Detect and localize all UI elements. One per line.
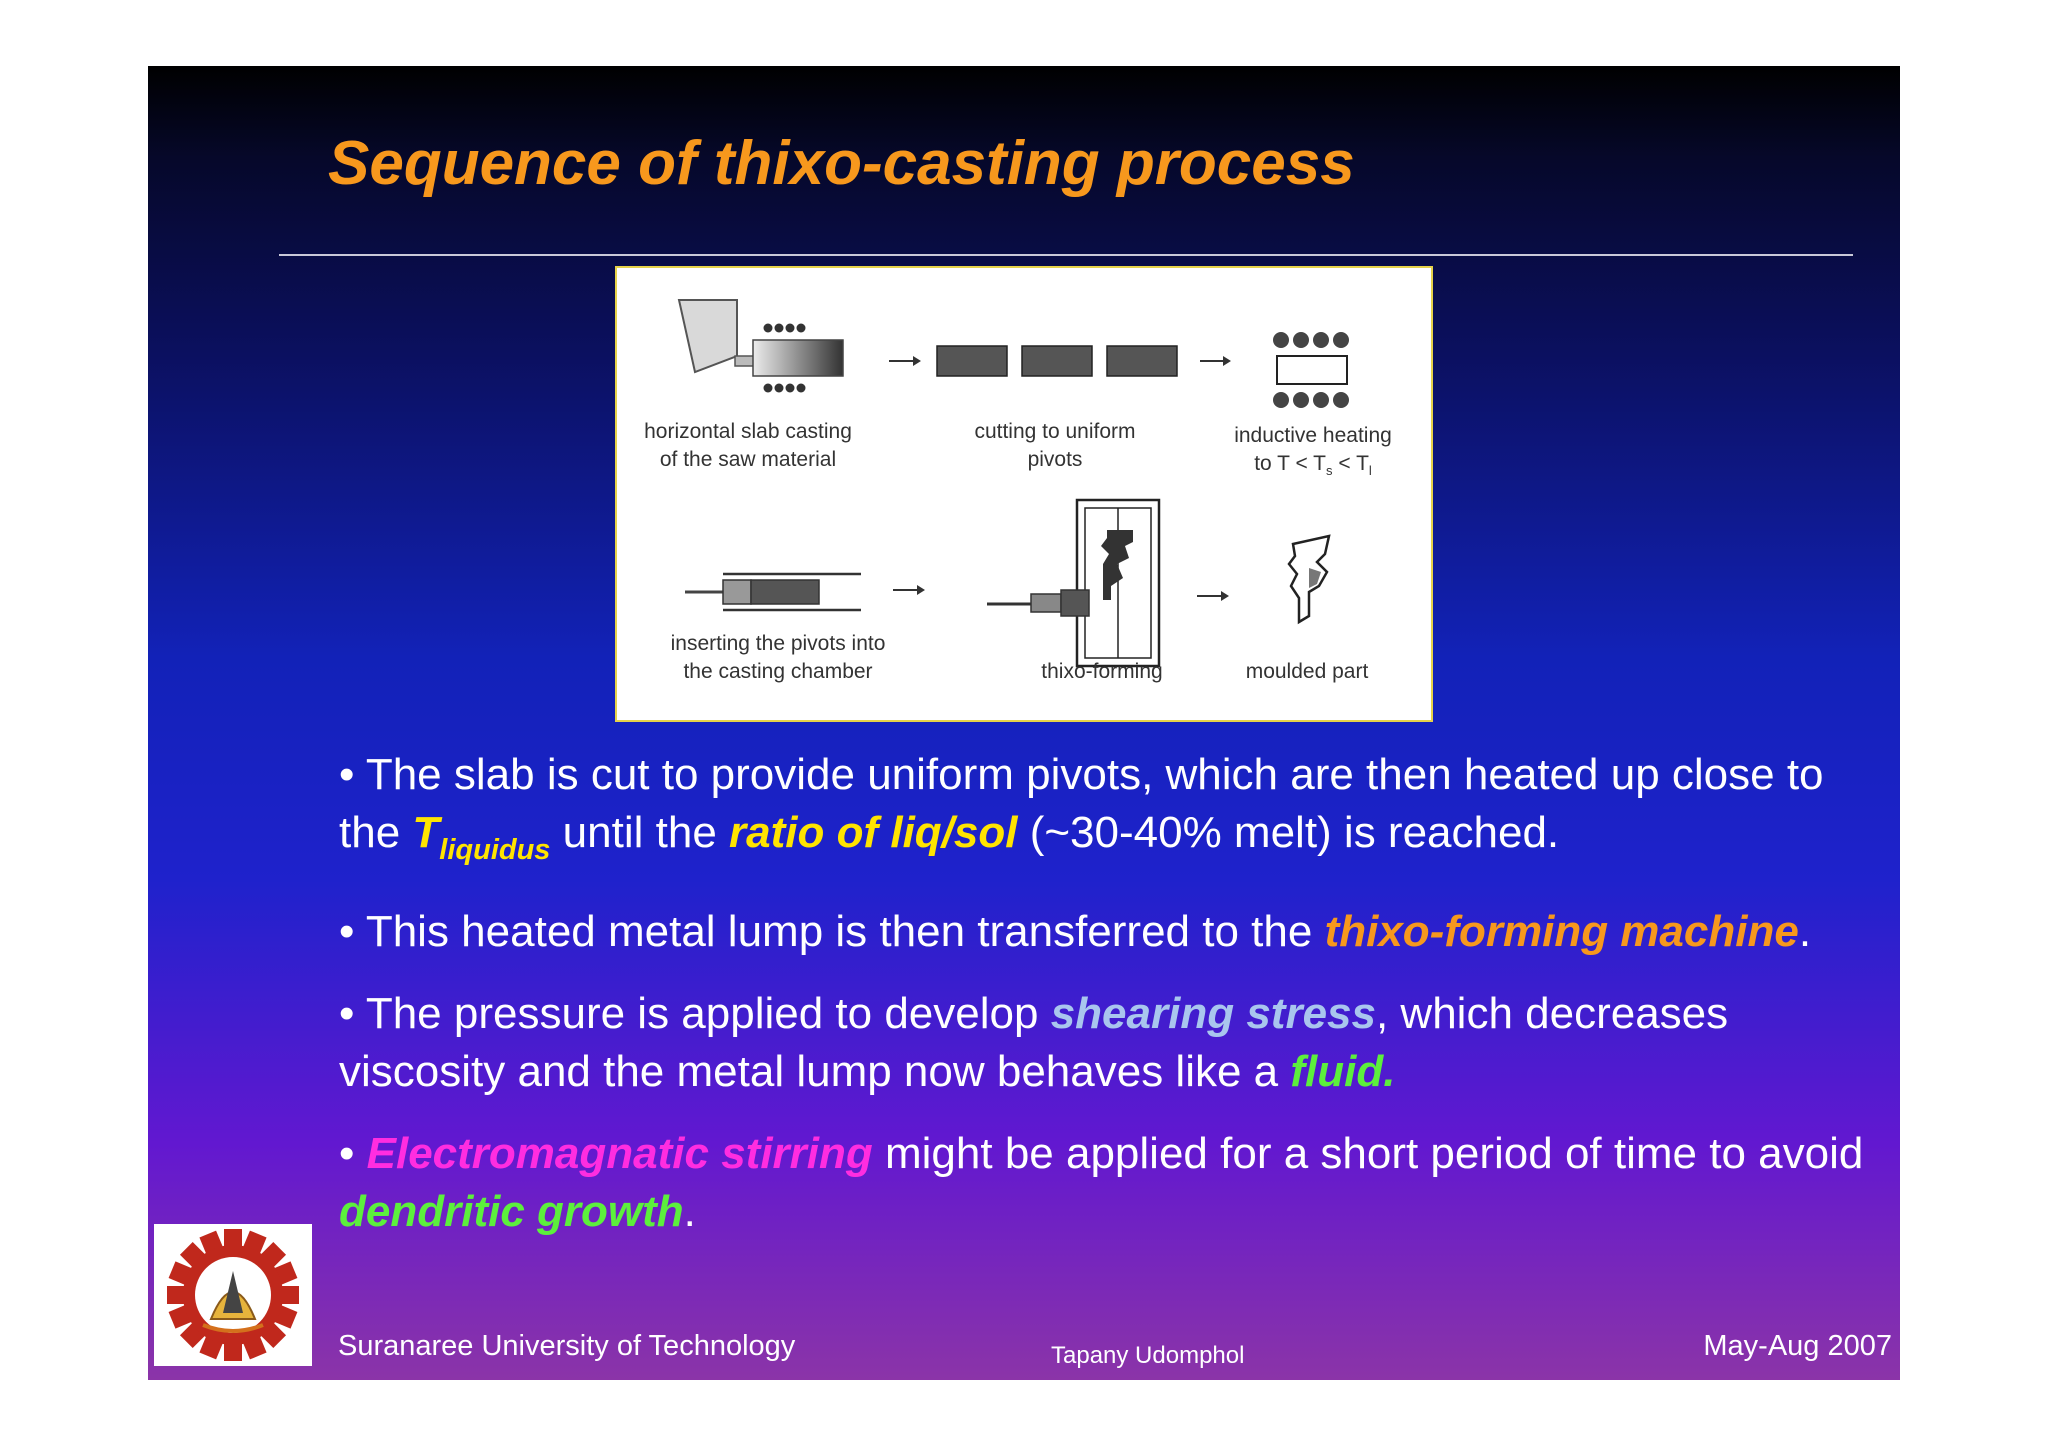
bullet-1-text-a: • The slab is cut to provide uniform piv…	[339, 750, 1824, 857]
footer-author: Tapany Udomphol	[1051, 1342, 1245, 1369]
bullet-item-2: • This heated metal lump is then transfe…	[339, 903, 1879, 961]
bullet-4-text-b: might be applied for a short period of t…	[872, 1129, 1864, 1178]
bullet-1-text-c: (~30-40% melt) is reached.	[1017, 808, 1560, 857]
thixo-forming-press	[987, 498, 1161, 668]
t-symbol: T	[412, 808, 440, 857]
footer-university: Suranaree University of Technology	[338, 1330, 796, 1362]
label-inserting-line2: the casting chamber	[683, 660, 873, 683]
bullet-item-4: • Electromagnatic stirring might be appl…	[339, 1125, 1879, 1241]
bullet-item-1: • The slab is cut to provide uniform piv…	[339, 746, 1879, 879]
slab-caster	[677, 299, 844, 393]
label-slab-casting-line2: of the saw material	[659, 448, 837, 471]
process-diagram	[677, 299, 1349, 668]
label-slab-casting: horizontal slab casting of the saw mater…	[643, 418, 853, 474]
label-heating-line2: to T < Ts < Tl	[1213, 450, 1413, 485]
shearing-stress-emphasis: shearing stress	[1050, 989, 1376, 1038]
bullet-item-3: • The pressure is applied to develop she…	[339, 985, 1879, 1101]
slide: Sequence of thixo-casting process	[148, 66, 1900, 1380]
arrow-2	[1200, 356, 1231, 366]
moulded-part-shape	[1287, 534, 1331, 625]
arrow-4	[1197, 591, 1229, 601]
dendritic-growth-emphasis: dendritic growth	[339, 1187, 684, 1236]
bullet-list: • The slab is cut to provide uniform piv…	[339, 746, 1879, 1265]
t-liquidus: Tliquidus	[412, 808, 550, 866]
label-moulded-part-text: moulded part	[1245, 660, 1369, 683]
arrow-1	[889, 356, 921, 366]
bullet-2-text-b: .	[1798, 907, 1812, 956]
label-heating-formula: to T < T	[1254, 452, 1327, 475]
label-thixo-forming-text: thixo-forming	[1041, 660, 1163, 683]
label-heating-mid: < T	[1332, 452, 1369, 475]
casting-chamber	[685, 572, 861, 612]
arrow-3	[893, 585, 925, 595]
bullet-2-text-a: • This heated metal lump is then transfe…	[339, 907, 1325, 956]
label-cutting: cutting to uniform pivots	[955, 418, 1155, 474]
label-heating: inductive heating to T < Ts < Tl	[1213, 422, 1413, 485]
bullet-3-text-a: • The pressure is applied to develop	[339, 989, 1051, 1038]
label-moulded-part: moulded part	[1217, 658, 1397, 686]
bullet-3-text-b: , which decreases viscosity and the meta…	[339, 989, 1729, 1096]
bullet-4-text-c: .	[683, 1187, 696, 1236]
t-subscript: liquidus	[439, 834, 551, 866]
label-heating-sub-l: l	[1368, 463, 1372, 479]
footer-date: May-Aug 2007	[1703, 1330, 1892, 1362]
bullet-4-text-a: •	[339, 1129, 367, 1178]
label-cutting-line2: pivots	[1027, 448, 1083, 471]
label-inserting-line1: inserting the pivots into	[670, 632, 886, 655]
thixo-forming-emphasis: thixo-forming machine	[1324, 907, 1799, 956]
slide-title: Sequence of thixo-casting process	[328, 129, 1355, 198]
ratio-emphasis: ratio of liq/sol	[729, 808, 1018, 857]
title-divider	[279, 254, 1853, 256]
bullet-1-text-b: until the	[550, 808, 730, 857]
label-cutting-line1: cutting to uniform	[974, 420, 1136, 443]
university-logo	[154, 1224, 312, 1366]
fluid-emphasis: fluid.	[1290, 1047, 1396, 1096]
label-inserting: inserting the pivots into the casting ch…	[653, 630, 903, 686]
induction-coil	[1273, 332, 1349, 408]
label-slab-casting-line1: horizontal slab casting	[644, 420, 852, 443]
electromagnetic-stirring-emphasis: Electromagnatic stirring	[366, 1129, 873, 1178]
label-heating-line1: inductive heating	[1234, 424, 1392, 447]
cut-pivots	[936, 345, 1178, 377]
label-thixo-forming: thixo-forming	[1017, 658, 1187, 686]
process-figure: horizontal slab casting of the saw mater…	[615, 266, 1433, 722]
label-heating-sub-s: s	[1326, 463, 1333, 479]
gear-icon	[167, 1229, 299, 1361]
